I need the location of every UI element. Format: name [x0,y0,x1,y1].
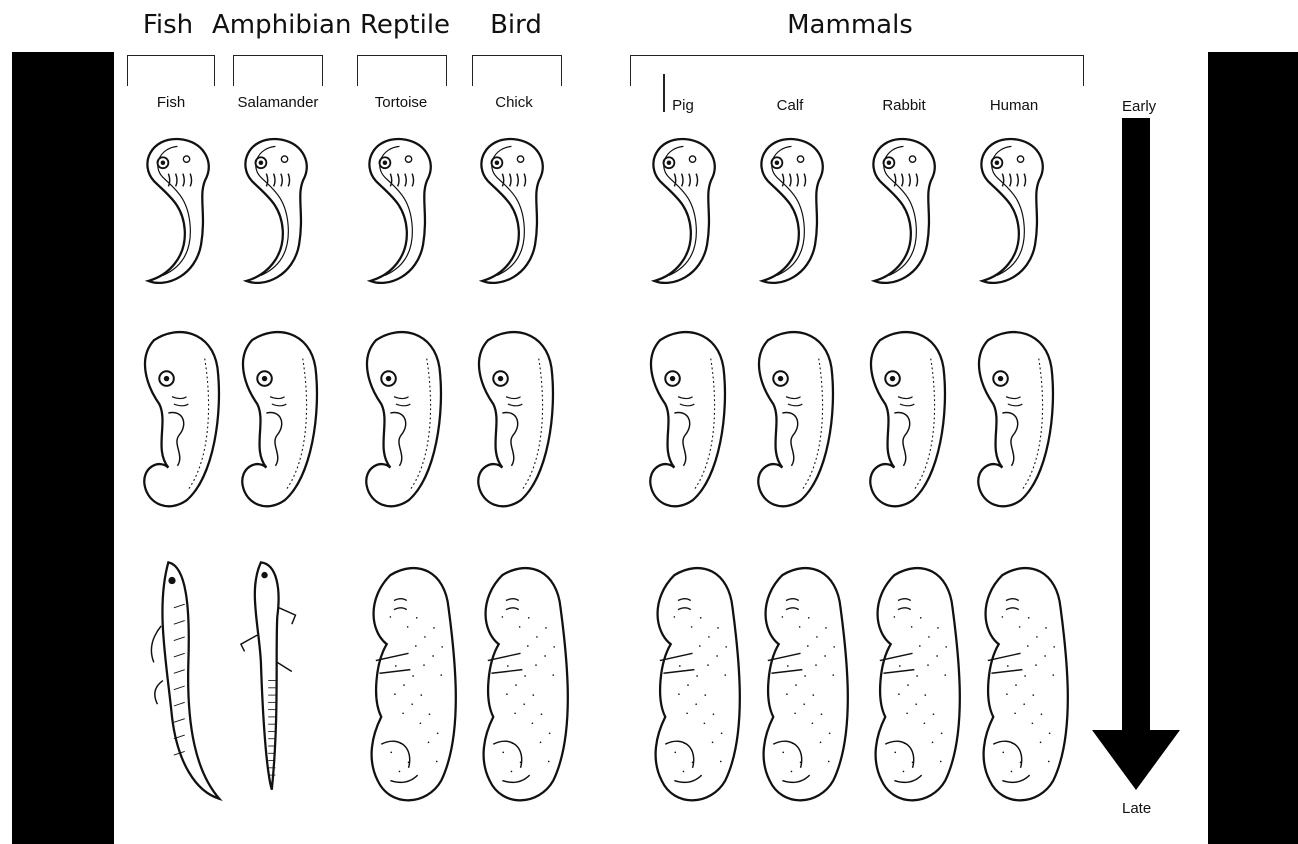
embryo-calf-early [746,112,846,308]
species-label-chick: Chick [486,94,542,111]
bracket-amphibian [233,55,323,86]
embryo-human-middle-drawing [966,312,1066,536]
species-label-tortoise: Tortoise [366,94,436,111]
embryo-calf-early-drawing [746,112,846,308]
embryo-salamander-early [230,112,330,308]
embryo-fish-early [132,112,232,308]
embryo-calf-late-drawing [746,540,846,832]
embryo-chick-middle-drawing [466,312,566,536]
embryo-chick-middle [466,312,566,536]
embryo-pig-early [638,112,738,308]
species-label-fish: Fish [146,94,196,111]
embryo-pig-early-drawing [638,112,738,308]
embryo-fish-late-drawing [132,540,232,832]
embryo-salamander-middle-drawing [230,312,330,536]
embryo-fish-early-drawing [132,112,232,308]
embryo-rabbit-middle-drawing [858,312,958,536]
embryo-tortoise-late [354,540,454,832]
species-label-salamander: Salamander [230,94,326,111]
bracket-mammals [630,55,1084,86]
right-frame-bar [1208,52,1298,844]
embryo-calf-middle [746,312,846,536]
group-label-bird: Bird [486,10,546,40]
embryo-salamander-late-drawing [230,540,330,832]
embryo-human-early [966,112,1066,308]
timeline-arrow [1088,118,1184,794]
embryo-rabbit-late [858,540,958,832]
embryo-chick-early-drawing [466,112,566,308]
embryo-human-middle [966,312,1066,536]
embryo-rabbit-late-drawing [858,540,958,832]
embryo-rabbit-early [858,112,958,308]
group-label-mammals: Mammals [780,10,920,40]
bracket-reptile [357,55,447,86]
embryo-tortoise-late-drawing [354,540,454,832]
embryo-tortoise-middle-drawing [354,312,454,536]
embryo-rabbit-early-drawing [858,112,958,308]
bracket-bird [472,55,562,86]
timeline-start-label: Early [1122,98,1156,115]
embryo-pig-late-drawing [638,540,738,832]
embryo-human-late-drawing [966,540,1066,832]
timeline-arrow-shaft [1122,118,1150,738]
embryo-calf-late [746,540,846,832]
embryo-tortoise-early-drawing [354,112,454,308]
embryo-human-early-drawing [966,112,1066,308]
timeline-arrow-head [1092,730,1180,790]
embryo-pig-late [638,540,738,832]
embryo-salamander-late [230,540,330,832]
embryo-pig-middle-drawing [638,312,738,536]
timeline-end-label: Late [1122,800,1151,817]
embryo-chick-late-drawing [466,540,566,832]
embryo-chick-early [466,112,566,308]
embryo-fish-late [132,540,232,832]
embryo-pig-middle [638,312,738,536]
embryo-chick-late [466,540,566,832]
embryo-tortoise-middle [354,312,454,536]
embryo-fish-middle-drawing [132,312,232,536]
embryo-salamander-early-drawing [230,112,330,308]
embryo-human-late [966,540,1066,832]
embryo-rabbit-middle [858,312,958,536]
left-frame-bar [12,52,114,844]
group-label-fish: Fish [140,10,196,40]
embryo-fish-middle [132,312,232,536]
group-label-amphibian: Amphibian [212,10,350,40]
embryo-calf-middle-drawing [746,312,846,536]
group-label-reptile: Reptile [360,10,450,40]
bracket-fish [127,55,215,86]
embryo-salamander-middle [230,312,330,536]
embryo-tortoise-early [354,112,454,308]
pig-tick-mark [663,74,665,112]
